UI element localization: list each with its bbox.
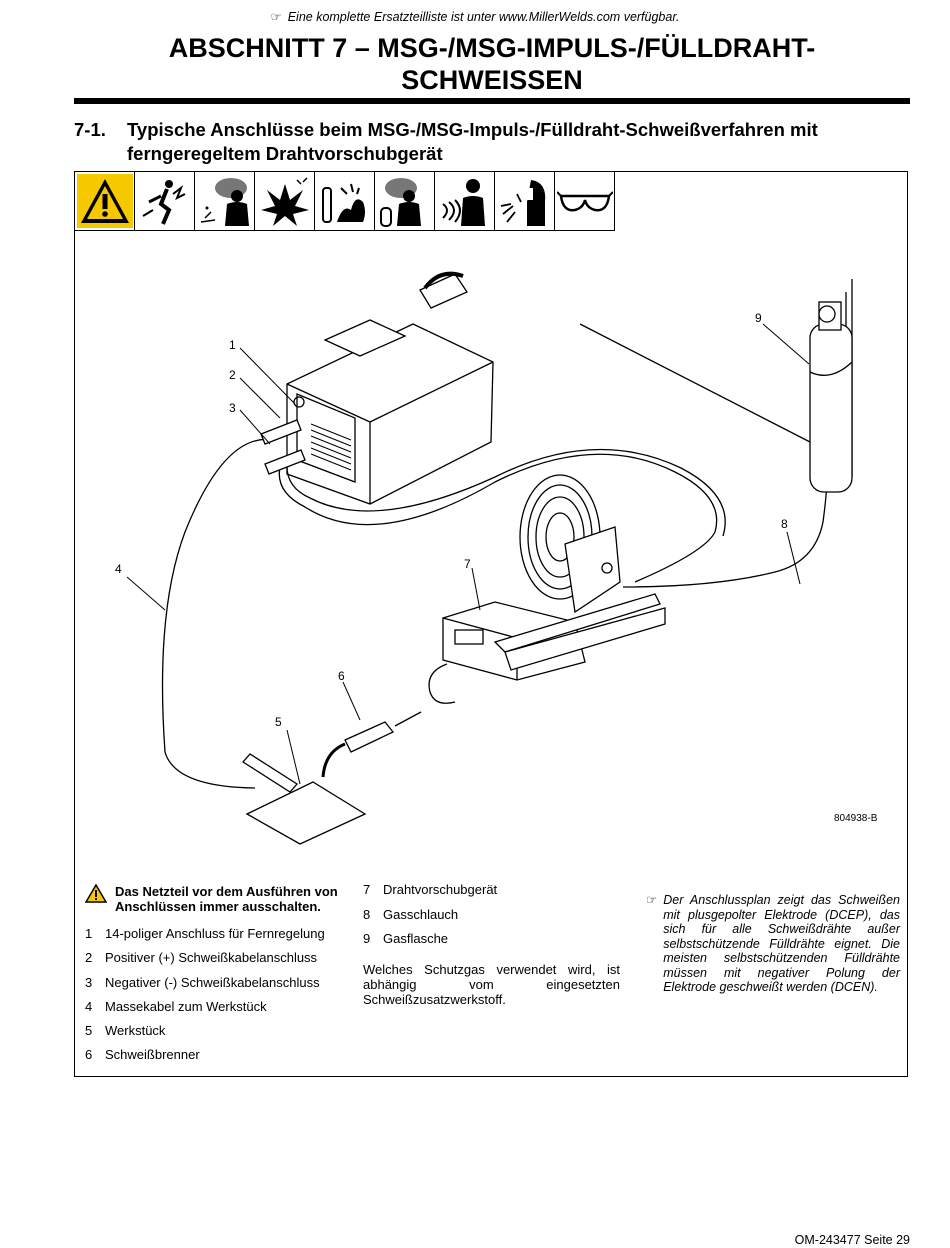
section-number: 7-1. [74,119,106,140]
wall-edge [579,323,811,443]
arc-rays-icon [495,172,555,231]
callout-8: 8 [781,517,788,531]
gas-cylinder [809,301,853,493]
workpiece [245,781,367,845]
page-title-line1: ABSCHNITT 7 – MSG-/MSG-IMPULS-/FÜLLDRAHT… [168,33,816,63]
callout-5: 5 [275,715,282,729]
page-footer: OM-243477 Seite 29 [794,1233,910,1247]
fumes-icon [195,172,255,231]
page-title: ABSCHNITT 7 – MSG-/MSG-IMPULS-/FÜLLDRAHT… [74,32,910,96]
power-source [286,271,494,505]
top-note: ☞ Eine komplette Ersatzteilliste ist unte… [0,9,950,24]
warning-triangle-icon [85,884,107,903]
emf-icon [435,172,495,231]
gas-hose [622,476,828,588]
callout-1: 1 [229,338,236,352]
callout-4: 4 [115,562,122,576]
figure-code: 804938-B [834,813,878,824]
electric-shock-icon [135,172,195,231]
positive-socket [260,419,302,445]
section-heading-text: Typische Anschlüsse beim MSG-/MSG-Impuls… [127,119,818,164]
negative-socket [264,449,306,475]
fire-hazard-icon [315,172,375,231]
callout-3: 3 [229,401,236,415]
pointing-hand-icon: ☞ [270,10,282,24]
callout-7: 7 [464,557,471,571]
pointing-hand-icon: ☞ [646,893,658,907]
warning-text: Das Netzteil vor dem Ausführen von Ansch… [115,884,338,914]
page-title-line2: SCHWEISSEN [401,65,583,95]
legend-column-1: Das Netzteil vor dem Ausführen von Ansch… [85,884,350,1068]
wire-feeder [442,474,666,681]
gas-cylinder-fumes-icon [375,172,435,231]
callout-2: 2 [229,368,236,382]
warning-triangle-icon [75,172,135,231]
interconnect-cable [278,453,718,583]
callout-9: 9 [755,311,762,325]
warning-note: Das Netzteil vor dem Ausführen von Ansch… [85,884,350,914]
callout-6: 6 [338,669,345,683]
title-rule [74,98,910,104]
side-note-text: Der Anschlussplan zeigt das Schweißen mi… [663,893,900,994]
explosion-icon [255,172,315,231]
work-clamp [242,753,298,793]
welding-gun [321,663,456,778]
figure-frame [74,171,908,1077]
top-note-text: Eine komplette Ersatzteilliste ist unter… [287,10,680,24]
work-cable [161,438,274,789]
safety-icon-strip [75,172,615,231]
side-note: ☞ Der Anschlussplan zeigt das Schweißen … [646,893,900,995]
connection-diagram: 1 2 3 4 5 6 7 8 9 [115,271,853,845]
safety-glasses-icon [555,172,615,231]
gas-note: Welches Schutzgas verwendet wird, ist ab… [363,961,620,1007]
